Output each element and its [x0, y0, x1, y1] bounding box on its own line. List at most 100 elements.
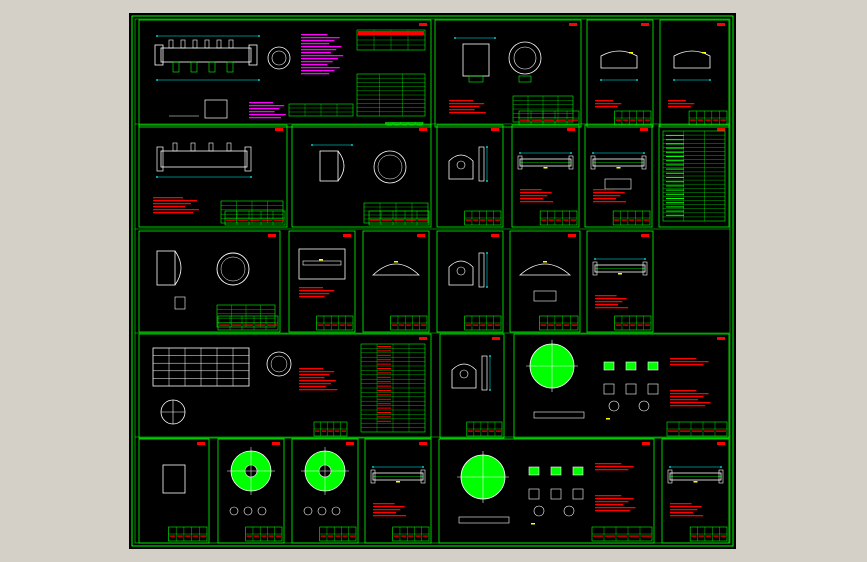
- saddle: [226, 61, 234, 73]
- sheet-number: [717, 23, 725, 26]
- note-line: [301, 52, 331, 54]
- title-note: [243, 324, 253, 326]
- table-text: [666, 181, 684, 183]
- drawing-canvas[interactable]: [129, 13, 736, 549]
- note-line: [670, 509, 698, 511]
- note-line: [595, 103, 622, 105]
- dimension-tick: [486, 286, 488, 288]
- title-note: [472, 219, 479, 221]
- drawing-sheet: [288, 230, 356, 333]
- title-note: [691, 535, 697, 537]
- title-note: [346, 324, 352, 326]
- table-text: [666, 135, 684, 136]
- title-note: [467, 430, 473, 432]
- note-line: [520, 201, 554, 203]
- cad-drawing-viewport[interactable]: [129, 13, 736, 549]
- note-line: [449, 100, 473, 102]
- detail-view: [550, 488, 562, 500]
- sheet-border: [138, 230, 281, 333]
- title-note: [636, 219, 642, 221]
- title-note: [593, 535, 603, 537]
- vessel-flange: [154, 44, 164, 66]
- saddle-part: [451, 363, 477, 389]
- title-note: [341, 430, 346, 432]
- title-note: [548, 324, 554, 326]
- title-note: [262, 219, 272, 221]
- note-line: [668, 103, 695, 105]
- marker: [396, 481, 400, 483]
- dimension-tick: [669, 466, 671, 468]
- marker: [618, 273, 622, 275]
- table-text: [666, 210, 684, 212]
- table-header: [358, 31, 424, 35]
- title-note: [555, 219, 562, 221]
- title-note: [200, 535, 206, 537]
- note-line: [301, 40, 335, 42]
- note-line: [249, 102, 273, 104]
- drawing-sheet: [138, 438, 210, 544]
- note-line: [299, 293, 330, 295]
- note-line: [299, 374, 330, 376]
- sheet-number: [640, 128, 648, 131]
- detail-view: [572, 488, 584, 500]
- sheet-border: [436, 124, 504, 228]
- nozzle: [204, 39, 210, 49]
- marker: [531, 523, 535, 525]
- title-note: [192, 535, 199, 537]
- title-note: [335, 535, 341, 537]
- title-note: [628, 219, 635, 221]
- vessel-end-inner: [271, 50, 287, 66]
- support: [518, 75, 532, 83]
- dimension-tick: [600, 79, 602, 81]
- sheet-number: [419, 23, 427, 26]
- note-line: [301, 70, 335, 72]
- note-line: [299, 368, 323, 370]
- note-line: [595, 495, 622, 497]
- note-line: [373, 503, 395, 505]
- dimension-tick: [250, 176, 252, 178]
- sheet-number: [567, 128, 575, 131]
- table-text: [377, 412, 391, 413]
- note-line: [595, 298, 627, 300]
- sheet-border: [511, 124, 580, 228]
- sheet-number: [641, 234, 649, 237]
- dimension-tick: [643, 152, 645, 154]
- pipe-flange: [641, 155, 647, 170]
- title-note: [422, 535, 428, 537]
- shell-flange: [156, 146, 164, 172]
- note-line: [668, 100, 686, 102]
- note-line: [373, 515, 407, 517]
- table-text: [666, 198, 684, 199]
- table-text: [377, 394, 391, 396]
- sheet-border: [138, 438, 210, 544]
- dimension-tick: [489, 389, 491, 391]
- title-note: [544, 119, 554, 121]
- table-text: [666, 206, 684, 208]
- table-text: [377, 350, 391, 352]
- title-note: [540, 324, 547, 326]
- detail-hatch: [550, 466, 562, 476]
- note-line: [595, 307, 629, 309]
- title-note: [472, 324, 479, 326]
- note-line: [301, 46, 342, 48]
- title-note: [317, 324, 323, 326]
- drawing-sheet: [436, 230, 504, 333]
- table-text: [666, 139, 684, 141]
- note-line: [670, 512, 694, 514]
- drawing-sheet: [661, 438, 730, 544]
- detail-part: [673, 50, 711, 69]
- title-note: [420, 324, 426, 326]
- sheet-border: [584, 124, 653, 228]
- note-line: [595, 501, 629, 503]
- note-line: [299, 290, 335, 292]
- note-line: [595, 469, 629, 471]
- detail-circle: [563, 505, 575, 517]
- sheet-number: [272, 442, 280, 445]
- title-note: [712, 119, 719, 121]
- pipe-flange: [517, 155, 523, 170]
- table-text: [377, 398, 391, 400]
- note-line: [593, 189, 615, 191]
- detail-hatch: [603, 361, 615, 371]
- sheet-border: [362, 230, 430, 333]
- table-text: [377, 372, 391, 374]
